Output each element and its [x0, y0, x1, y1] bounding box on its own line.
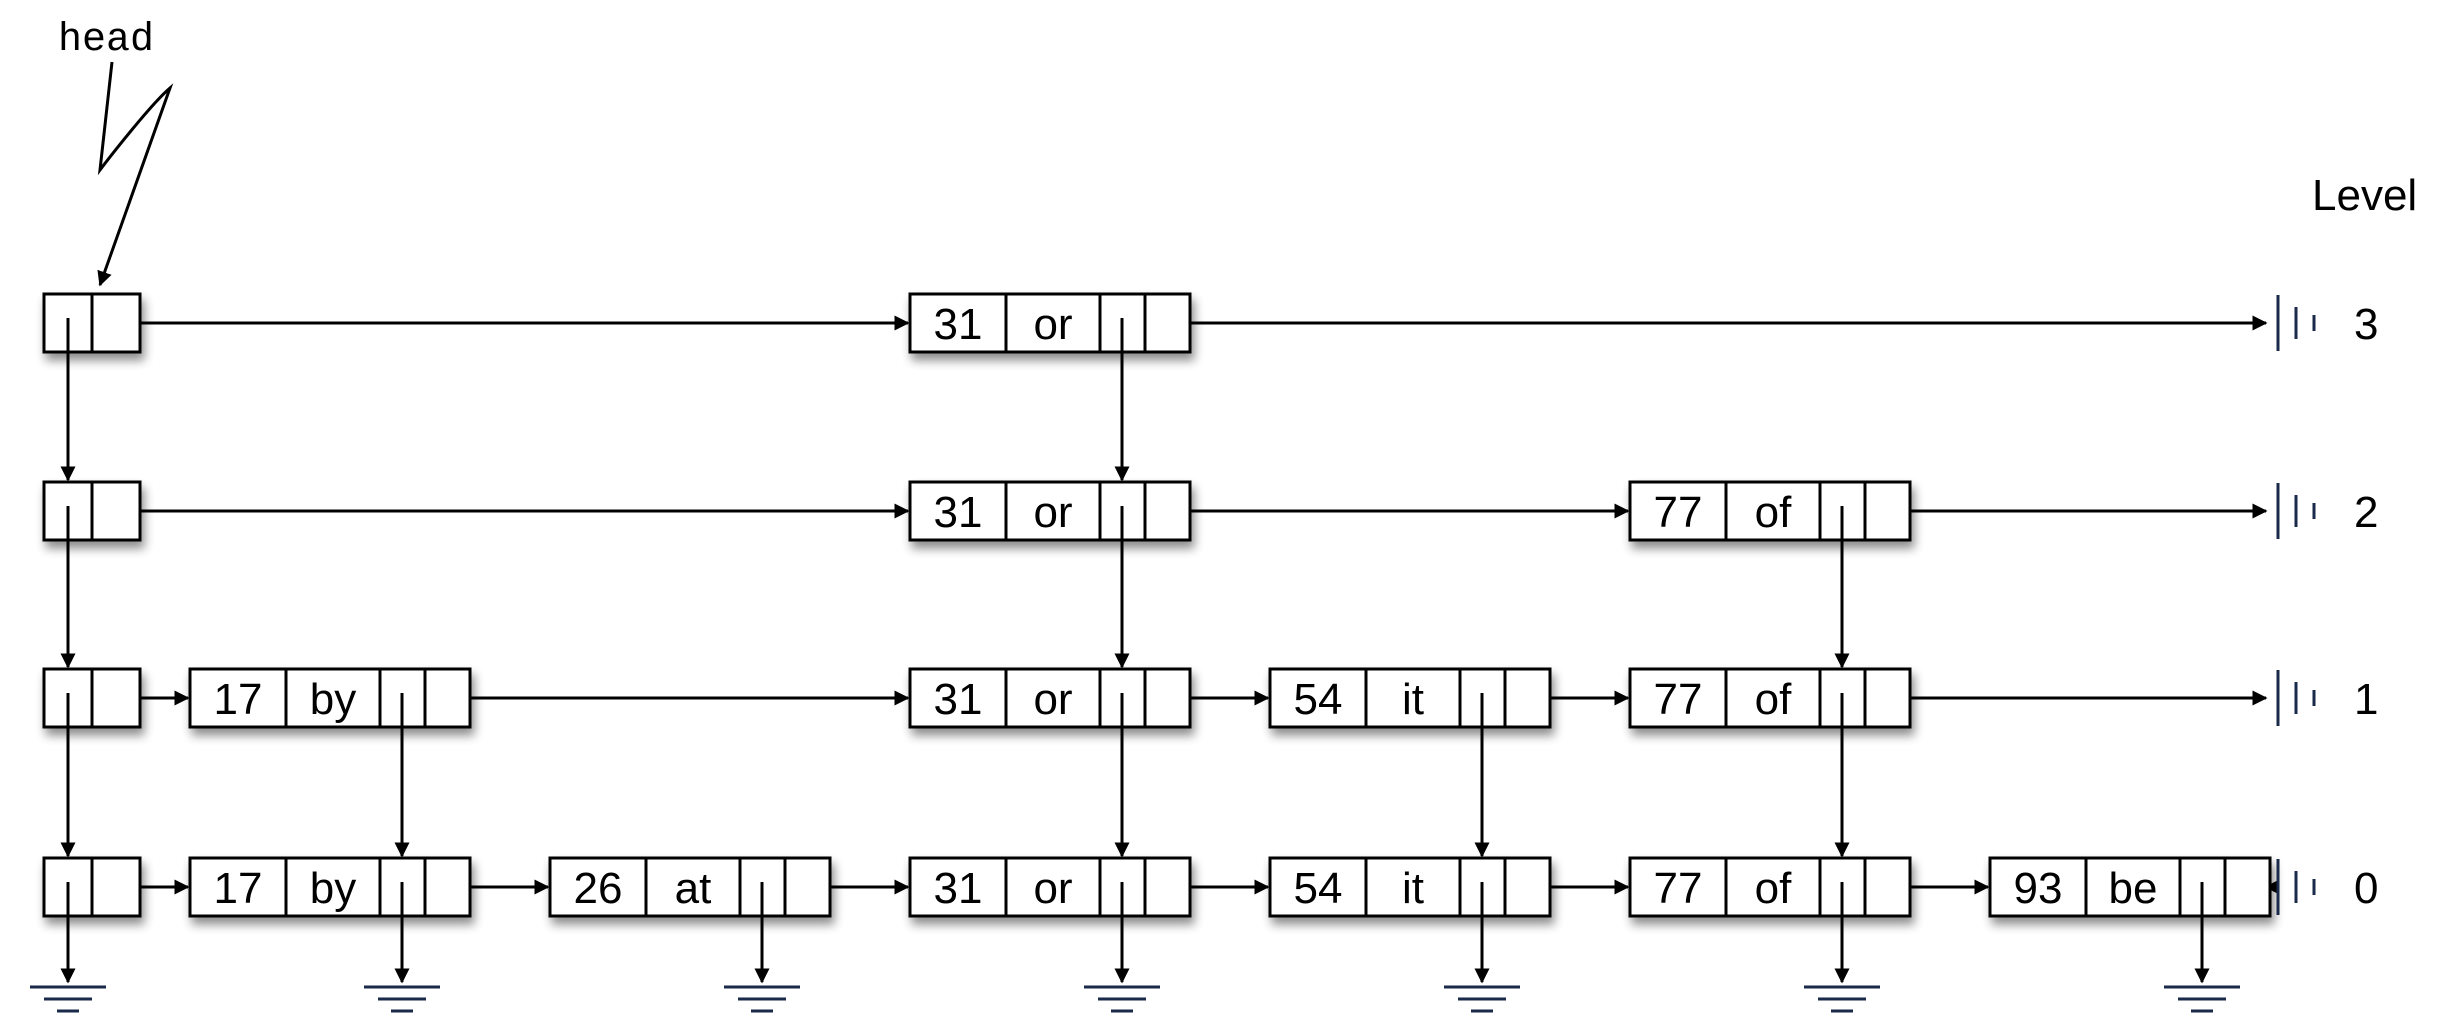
skip-list-node: 31 or: [908, 856, 1192, 918]
node-value: of: [1755, 675, 1792, 724]
node-key: 54: [1294, 864, 1343, 913]
node-box: [188, 856, 472, 918]
level-number: 3: [2354, 300, 2378, 349]
head-label: head: [58, 18, 154, 63]
node-key: 31: [934, 675, 983, 724]
skip-list-node: 93 be: [1988, 856, 2272, 918]
node-value: of: [1755, 864, 1792, 913]
node-box: [1628, 856, 1912, 918]
node-box: [1988, 856, 2272, 918]
head-pointer-squiggle: [97, 61, 174, 287]
node-value: or: [1033, 864, 1072, 913]
node-value: at: [675, 864, 712, 913]
node-box: [908, 856, 1192, 918]
skip-list-node: 17 by: [188, 667, 472, 729]
node-value: of: [1755, 488, 1792, 537]
skip-list-node: 17 by: [188, 856, 472, 918]
skip-list-node: 54 it: [1268, 667, 1552, 729]
node-key: 31: [934, 864, 983, 913]
level-number: 0: [2354, 864, 2378, 913]
nil-terminator-icon: [2276, 670, 2316, 726]
node-key: 17: [214, 675, 263, 724]
node-value: be: [2109, 864, 2158, 913]
nil-terminator-icon: [2276, 483, 2316, 539]
nil-terminator-icon: [2276, 859, 2316, 915]
node-box: [908, 292, 1192, 354]
nil-terminator-icon: [2276, 295, 2316, 351]
head-node-level-2: [42, 480, 142, 542]
skip-list-node: 31 or: [908, 480, 1192, 542]
node-key: 93: [2014, 864, 2063, 913]
skip-list-node: 31 or: [908, 292, 1192, 354]
skip-list-node: 77 of: [1628, 856, 1912, 918]
node-box: [908, 667, 1192, 729]
nodes-layer: 31 or 31 or 77 of 17 by 31 or 54 it 77 of 17 by 26 at 31 or…: [42, 292, 2272, 918]
head-node-level-0: [42, 856, 142, 918]
node-value: or: [1033, 675, 1072, 724]
node-box: [1628, 667, 1912, 729]
node-key: 17: [214, 864, 263, 913]
node-value: by: [310, 675, 356, 724]
level-title: Level: [2312, 171, 2417, 220]
node-box: [548, 856, 832, 918]
edges-layer: [60, 315, 2280, 984]
skip-list-node: 54 it: [1268, 856, 1552, 918]
node-value: or: [1033, 300, 1072, 349]
skip-list-node: 31 or: [908, 667, 1192, 729]
node-key: 31: [934, 300, 983, 349]
node-box: [908, 480, 1192, 542]
node-key: 77: [1654, 864, 1703, 913]
skip-list-node: 26 at: [548, 856, 832, 918]
level-number: 2: [2354, 488, 2378, 537]
node-key: 26: [574, 864, 623, 913]
level-number: 1: [2354, 675, 2378, 724]
head-node-level-3: [42, 292, 142, 354]
node-box: [188, 667, 472, 729]
skip-list-node: 77 of: [1628, 480, 1912, 542]
node-value: it: [1402, 864, 1424, 913]
node-key: 77: [1654, 675, 1703, 724]
node-box: [1268, 856, 1552, 918]
node-value: or: [1033, 488, 1072, 537]
node-key: 54: [1294, 675, 1343, 724]
node-box: [1268, 667, 1552, 729]
node-key: 31: [934, 488, 983, 537]
skip-list-node: 77 of: [1628, 667, 1912, 729]
node-value: by: [310, 864, 356, 913]
node-box: [1628, 480, 1912, 542]
head-node-level-1: [42, 667, 142, 729]
terminals-layer: 3 2 1 0: [30, 295, 2378, 1013]
node-value: it: [1402, 675, 1424, 724]
node-key: 77: [1654, 488, 1703, 537]
